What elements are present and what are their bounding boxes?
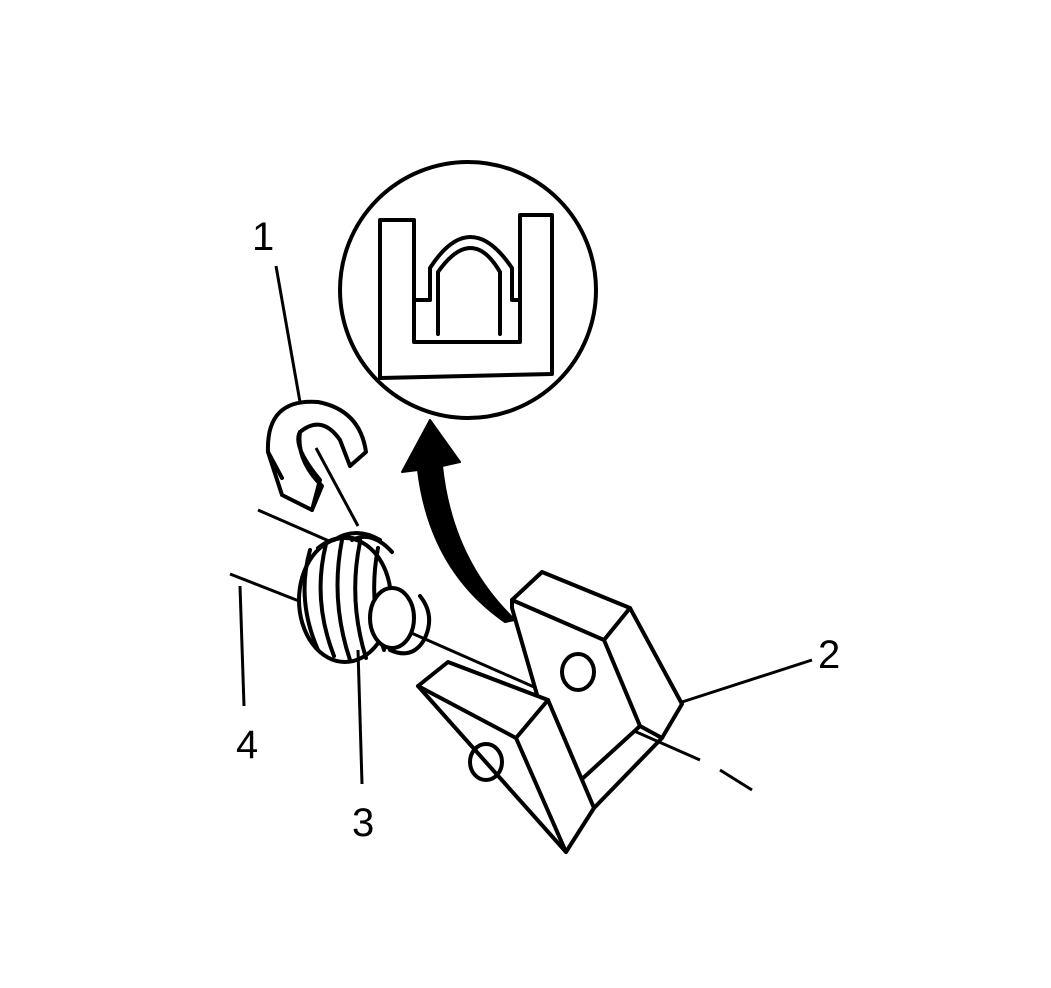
detail-u-slot <box>378 213 554 380</box>
leader-1-tip <box>314 447 360 527</box>
leader-lines <box>238 265 813 785</box>
callout-3: 3 <box>352 801 374 845</box>
callout-2: 2 <box>818 633 840 677</box>
callout-1: 1 <box>252 215 274 259</box>
u-bracket <box>416 570 684 854</box>
detail-circle <box>338 160 598 420</box>
detail-arrow <box>401 419 516 623</box>
gear-hub <box>368 586 416 650</box>
gear <box>297 531 432 664</box>
detail-view <box>338 160 598 420</box>
leader-4 <box>238 585 246 707</box>
leader-2 <box>681 658 813 704</box>
leader-1 <box>274 265 302 403</box>
callout-4: 4 <box>236 723 258 767</box>
leader-3 <box>356 649 364 785</box>
retaining-clip <box>265 399 368 512</box>
